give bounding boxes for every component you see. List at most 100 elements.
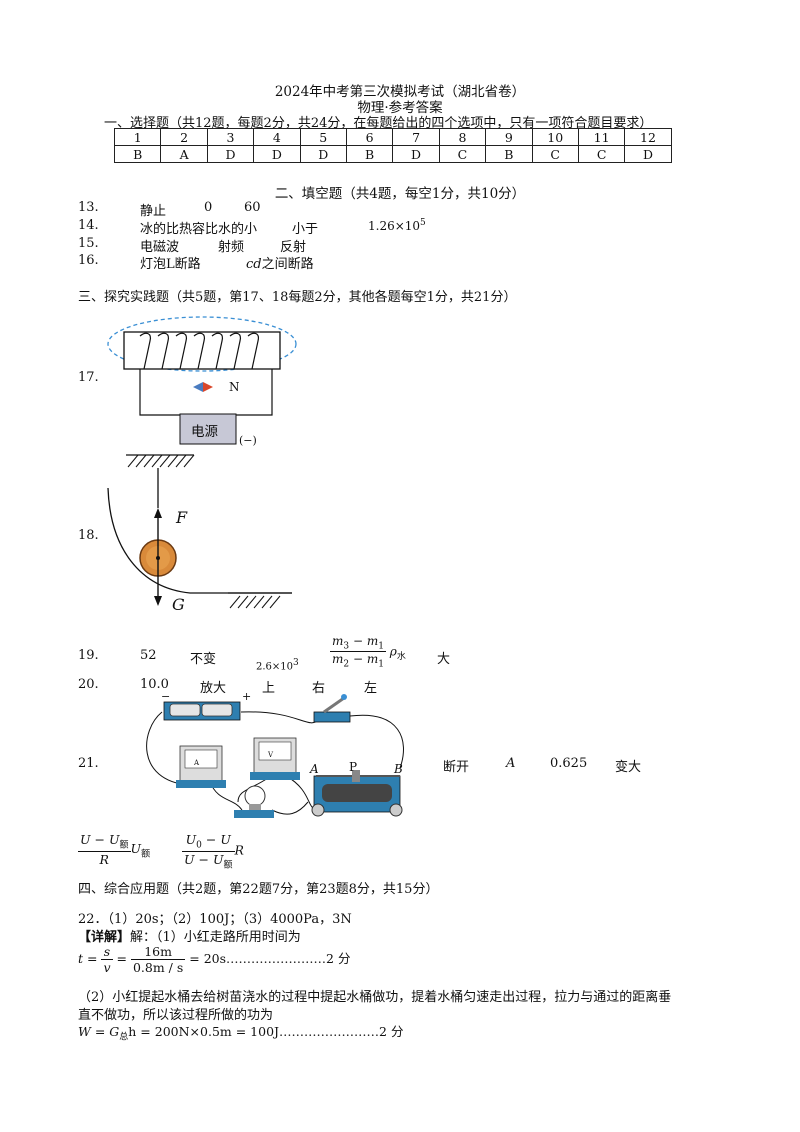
- question-number-cell: 12: [624, 128, 672, 146]
- solenoid-coils: [139, 332, 259, 370]
- q19-answer-3: 2.6×103: [256, 658, 299, 673]
- floor-hatch: [229, 595, 281, 609]
- answer-cell: D: [299, 145, 347, 163]
- q20-answer-2: 放大: [200, 681, 227, 696]
- q15-number: 15.: [78, 236, 99, 251]
- q14-answer-2: 小于: [292, 222, 319, 237]
- power-supply-box: [179, 413, 237, 445]
- ammeter-label: A: [194, 759, 200, 767]
- compass-north-label: N: [229, 380, 240, 394]
- answer-cell: D: [624, 145, 672, 163]
- compass-needle-south-icon: [193, 382, 203, 392]
- answer-cell: C: [577, 145, 626, 163]
- q22-equation-2: W = G总h = 200N×0.5m = 100J……………………2 分: [78, 1024, 404, 1043]
- q21-answer-1: 断开: [443, 760, 470, 775]
- q15-answer-1: 电磁波: [140, 240, 180, 255]
- q14-number: 14.: [78, 218, 99, 233]
- q22-summary: 22．（1）20s；（2）100J；（3）4000Pa，3N: [78, 912, 352, 927]
- q22-part2-line2: 直不做功，所以该过程所做的功为: [78, 1008, 274, 1023]
- question-number-cell: 11: [577, 128, 626, 146]
- q20-answer-3: 上: [262, 681, 276, 696]
- q15-answer-2: 射频: [218, 240, 245, 255]
- power-supply-label: 电源: [191, 424, 218, 440]
- answer-cell: B: [113, 145, 162, 163]
- q21-answer-3: 0.625: [550, 756, 588, 771]
- battery-plus-label: +: [242, 690, 252, 703]
- q19-answer-1: 52: [140, 648, 157, 663]
- compass-needle-north-icon: [203, 382, 213, 392]
- question-number-cell: 4: [253, 128, 301, 146]
- ceiling-hatch: [127, 454, 195, 468]
- question-number-cell: 8: [438, 128, 487, 146]
- force-diagram: [107, 454, 292, 609]
- q19-number: 19.: [78, 648, 99, 663]
- answer-cell: D: [392, 145, 440, 163]
- answer-cell: D: [206, 145, 255, 163]
- q20-answer-1: 10.0: [140, 677, 169, 692]
- q16-answer-2: cd之间断路: [246, 257, 314, 272]
- q22-detail-line: 【详解】解：（1）小红走路所用时间为: [78, 930, 301, 945]
- question-number-cell: 3: [206, 128, 255, 146]
- answer-cell: B: [485, 145, 533, 163]
- circuit-diagram: [146, 694, 404, 818]
- force-g-label: G: [172, 595, 185, 614]
- q19-answer-5: 大: [437, 652, 451, 667]
- magnetic-field-line: [107, 316, 297, 372]
- answer-cell: A: [160, 145, 208, 163]
- voltmeter-label: V: [268, 751, 274, 759]
- question-number-cell: 5: [299, 128, 347, 146]
- power-minus-label: (−): [239, 434, 257, 447]
- curved-track: [107, 487, 292, 594]
- light-bulb-icon: [234, 785, 274, 818]
- voltmeter-icon: [250, 737, 300, 780]
- answer-cell: B: [345, 145, 394, 163]
- q13-number: 13.: [78, 200, 99, 215]
- q21-answer-2: A: [506, 756, 516, 771]
- exam-title: 2024年中考第三次模拟考试（湖北省卷）: [274, 84, 526, 100]
- answer-cell: D: [253, 145, 301, 163]
- q14-answer-3: 1.26×105: [368, 218, 426, 233]
- section4-heading: 四、综合应用题（共2题，第22题7分，第23题8分，共15分）: [78, 882, 439, 897]
- q20-number: 20.: [78, 677, 99, 692]
- battery-pack-icon: [163, 701, 241, 721]
- question-number-cell: 6: [345, 128, 394, 146]
- question-number-cell: 9: [485, 128, 533, 146]
- solenoid-diagram: [107, 316, 297, 445]
- q15-answer-3: 反射: [280, 240, 307, 255]
- q13-answer-2: 0: [204, 200, 213, 215]
- rheostat-a-label: A: [310, 762, 319, 776]
- q13-answer-1: 静止: [140, 204, 167, 219]
- q19-answer-2: 不变: [190, 652, 217, 667]
- question-number-cell: 1: [113, 128, 162, 146]
- question-number-cell: 2: [160, 128, 208, 146]
- question-number-cell: 7: [392, 128, 440, 146]
- q22-part2-line1: （2）小红提起水桶去给树苗浇水的过程中提起水桶做功，提着水桶匀速走出过程，拉力与…: [78, 990, 672, 1005]
- q16-answer-1: 灯泡L断路: [140, 257, 201, 272]
- answer-cell: C: [438, 145, 487, 163]
- rheostat-icon: [311, 770, 403, 817]
- q18-number: 18.: [78, 528, 99, 543]
- q16-number: 16.: [78, 253, 99, 268]
- q13-answer-3: 60: [244, 200, 261, 215]
- section2-heading: 二、填空题（共4题，每空1分，共10分）: [274, 186, 526, 202]
- q14-answer-1: 冰的比热容比水的小: [140, 222, 258, 237]
- q17-number: 17.: [78, 370, 99, 385]
- q20-answer-4: 右: [312, 681, 326, 696]
- answer-cell: C: [531, 145, 579, 163]
- battery-minus-label: −: [161, 690, 171, 703]
- force-f-label: F: [176, 508, 188, 527]
- exam-subtitle: 物理·参考答案: [357, 100, 443, 116]
- rheostat-p-label: P: [349, 760, 358, 774]
- q21-number: 21.: [78, 756, 99, 771]
- question-number-cell: 10: [531, 128, 579, 146]
- q20-answer-5: 左: [364, 681, 378, 696]
- rheostat-b-label: B: [394, 762, 403, 776]
- switch-icon: [313, 694, 351, 723]
